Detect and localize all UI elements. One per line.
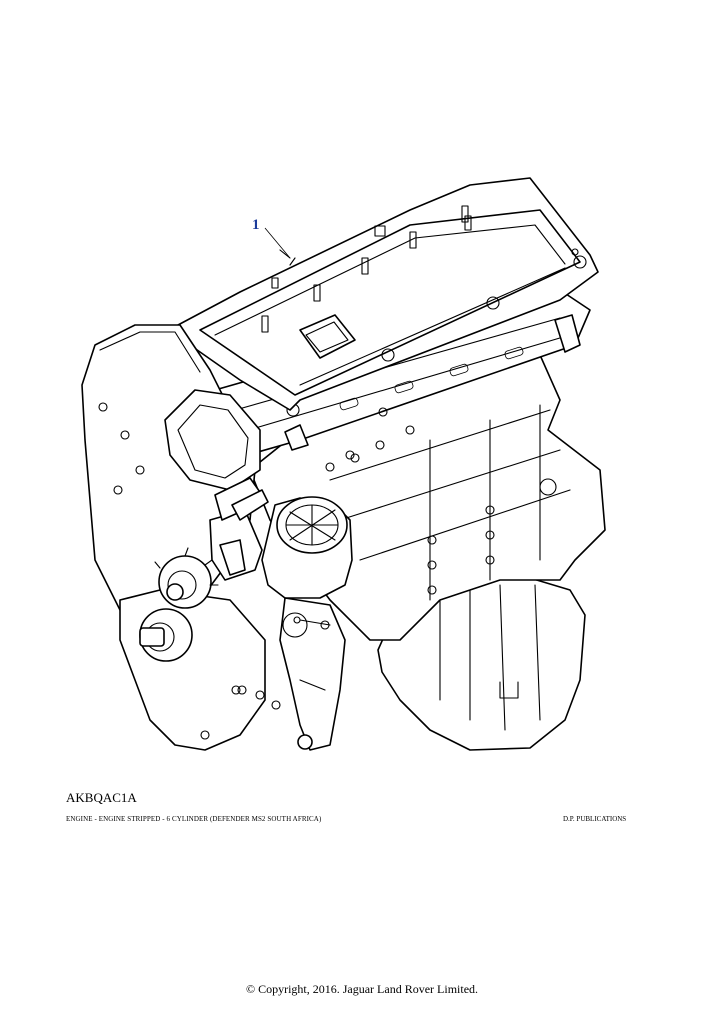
copyright-notice: © Copyright, 2016. Jaguar Land Rover Lim… bbox=[245, 982, 479, 996]
part-callout-1[interactable]: 1 bbox=[252, 217, 260, 233]
illustration-code: AKBQAC1A bbox=[66, 790, 137, 805]
crankshaft-nose bbox=[119, 589, 266, 751]
coolant-outlet bbox=[214, 314, 581, 521]
water-pump bbox=[154, 509, 263, 609]
oil-filter-housing bbox=[261, 496, 353, 751]
block-bolts bbox=[231, 440, 385, 710]
publisher-label: D.P. PUBLICATIONS bbox=[563, 815, 627, 823]
rocker-cover bbox=[177, 177, 599, 462]
engine-illustration bbox=[81, 177, 606, 751]
diagram-caption: ENGINE - ENGINE STRIPPED - 6 CYLINDER (D… bbox=[66, 815, 322, 823]
